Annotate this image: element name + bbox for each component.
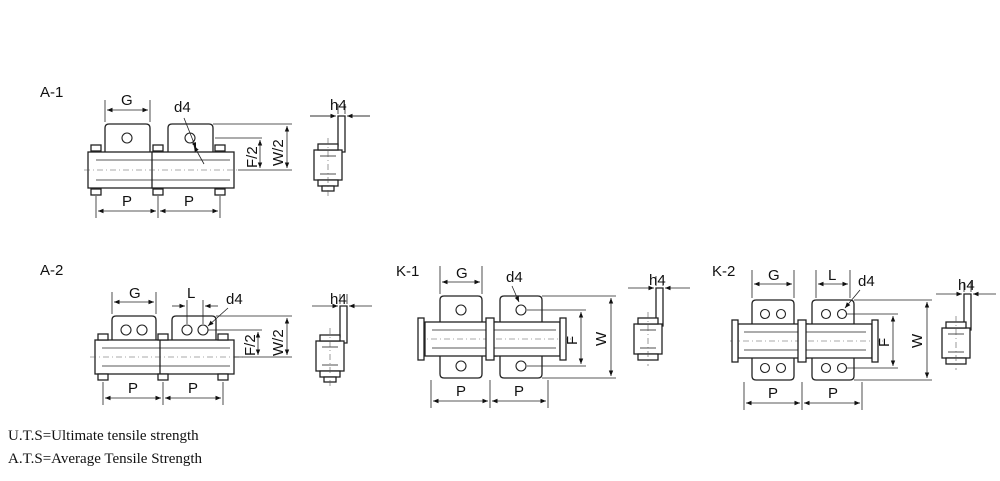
ats-note: A.T.S=Average Tensile Strength	[8, 451, 203, 467]
k2-f-label: F	[876, 338, 893, 347]
a2-plate-hole	[136, 324, 148, 336]
a2-pin	[97, 333, 109, 341]
a1-side-view: h4	[310, 97, 370, 196]
k2-attachment-plate-lower-right	[811, 355, 855, 381]
a1-d4-label: d4	[174, 99, 191, 116]
diagram-k1-title: K-1	[396, 263, 419, 280]
k2-p-label-right: P	[828, 385, 838, 402]
diagram-a1: A-1 G d4 F/2 W/2	[40, 84, 370, 218]
a1-pin	[214, 188, 226, 196]
k1-d4-label: d4	[506, 269, 523, 286]
a2-plate-hole	[181, 324, 193, 336]
diagram-a2-title: A-2	[40, 262, 63, 279]
diagram-k2: K-2 G L d4	[712, 263, 996, 410]
a2-g-label: G	[129, 285, 141, 302]
a2-f2-label: F/2	[242, 334, 259, 356]
diagram-a1-title: A-1	[40, 84, 63, 101]
k1-f-label: F	[564, 336, 581, 345]
k1-p-label-right: P	[514, 383, 524, 400]
a1-p-label-right: P	[184, 193, 194, 210]
a1-plate-hole-left	[121, 132, 133, 144]
k2-w-label: W	[909, 333, 926, 348]
a2-d4-label: d4	[226, 291, 243, 308]
a1-w2-label: W/2	[270, 139, 287, 166]
k2-attachment-plate-upper-right	[811, 299, 855, 327]
a2-side-view: h4	[312, 291, 372, 386]
k2-p-label-left: P	[768, 385, 778, 402]
a1-pin	[90, 188, 102, 196]
k1-side-view: h4	[628, 272, 690, 366]
k1-p-label-left: P	[456, 383, 466, 400]
a2-plate-hole	[120, 324, 132, 336]
k2-attachment-plate-upper-left	[751, 299, 795, 327]
k2-d4-label: d4	[858, 273, 875, 290]
k1-g-label: G	[456, 265, 468, 282]
a2-p-label-left: P	[128, 380, 138, 397]
a2-pin	[157, 333, 169, 341]
a2-pin	[157, 373, 169, 381]
k1-h4-label: h4	[649, 272, 666, 289]
k2-side-view: h4	[936, 277, 996, 370]
a1-pin	[90, 144, 102, 152]
a2-p-label-right: P	[188, 380, 198, 397]
a2-h4-label: h4	[330, 291, 347, 308]
a2-pin	[97, 373, 109, 381]
k2-g-label: G	[768, 267, 780, 284]
a1-g-label: G	[121, 92, 133, 109]
k2-attachment-plate-lower-left	[751, 355, 795, 381]
diagram-k1: K-1 G d4 F W	[396, 263, 690, 408]
a1-pin	[152, 188, 164, 196]
a2-pin	[217, 333, 229, 341]
a2-attachment-plate-left	[111, 315, 157, 347]
a2-l-label: L	[187, 285, 195, 302]
diagram-k2-title: K-2	[712, 263, 735, 280]
a1-pin	[214, 144, 226, 152]
a1-pin	[152, 144, 164, 152]
uts-note: U.T.S=Ultimate tensile strength	[8, 428, 199, 444]
a1-p-label-left: P	[122, 193, 132, 210]
a2-plate-hole	[197, 324, 209, 336]
a1-f2-label: F/2	[244, 146, 261, 168]
a2-w2-label: W/2	[270, 329, 287, 356]
a2-pin	[217, 373, 229, 381]
diagram-a2: A-2 G L d4 F/2	[40, 262, 372, 405]
k2-h4-label: h4	[958, 277, 975, 294]
k2-l-label: L	[828, 267, 836, 284]
a1-h4-label: h4	[330, 97, 347, 114]
k1-w-label: W	[593, 331, 610, 346]
